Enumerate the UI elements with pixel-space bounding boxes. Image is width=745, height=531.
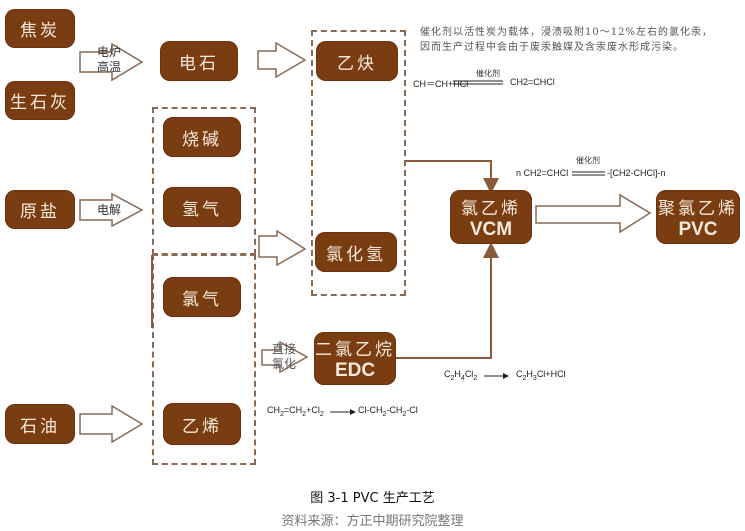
- node-ethylene[interactable]: 乙烯: [163, 403, 241, 445]
- figure-title: 图 3-1 PVC 生产工艺: [310, 491, 435, 506]
- acetylene-hcl-group: [311, 30, 406, 296]
- eq-crack-rhs: C2H3Cl+HCl: [516, 369, 566, 382]
- node-oil[interactable]: 石油: [5, 404, 75, 444]
- label-electrolysis: 电解: [97, 203, 122, 217]
- node-chlorine[interactable]: 氯气: [163, 277, 241, 317]
- chlorine-bracket: [151, 255, 153, 328]
- arrow-oil: [79, 404, 144, 444]
- node-hcl[interactable]: 氯化氢: [315, 232, 397, 272]
- eq-chlor-rhs: Cl-CH2-CH2-Cl: [358, 405, 418, 418]
- eq-poly-rhs: -[CH2-CHCl]-n: [607, 168, 666, 178]
- eq-poly-catalyst: 催化剂: [576, 156, 600, 165]
- arrow-electrolysis: [79, 192, 144, 228]
- arrow-to-acetylene: [257, 41, 307, 79]
- node-lime[interactable]: 生石灰: [5, 81, 75, 120]
- block-arrows: [79, 41, 652, 444]
- connector-acetylene-vcm: [405, 160, 499, 194]
- label-direct-chlorination: 直接 氯化: [272, 342, 297, 371]
- arrow-vcm-to-pvc: [535, 193, 652, 234]
- eq-acetylene-rhs: CH2=CHCl: [510, 77, 555, 87]
- node-coke[interactable]: 焦炭: [5, 9, 75, 48]
- eq-acetylene-catalyst: 催化剂: [476, 69, 500, 78]
- node-acetylene[interactable]: 乙炔: [316, 41, 398, 81]
- eq-poly-lhs: n CH2=CHCl: [516, 168, 569, 178]
- eq-chlor-lhs: CH2=CH2+Cl2: [267, 405, 324, 418]
- eq-acetylene-lhs: CH＝CH+HCl: [413, 79, 469, 89]
- figure-source: 资料来源：方正中期研究院整理: [281, 514, 464, 529]
- node-salt[interactable]: 原盐: [5, 190, 75, 229]
- ethylene-group: [152, 254, 256, 465]
- label-furnace: 电炉 高温: [97, 45, 122, 74]
- eq-crack-lhs: C2H4Cl2: [444, 369, 478, 382]
- node-hydrogen[interactable]: 氢气: [163, 187, 241, 227]
- arrow-to-hcl: [258, 229, 307, 267]
- node-caustic-soda[interactable]: 烧碱: [163, 117, 241, 157]
- node-calcium-carbide[interactable]: 电石: [160, 41, 238, 81]
- catalyst-note: 催化剂以活性炭为载体，浸渍吸附10～12%左右的氯化汞， 因而生产过程中会由于废…: [420, 27, 713, 53]
- arrow-furnace: [79, 42, 144, 82]
- connector-edc-vcm: [396, 242, 499, 359]
- arrow-direct-chlorination: [261, 340, 309, 374]
